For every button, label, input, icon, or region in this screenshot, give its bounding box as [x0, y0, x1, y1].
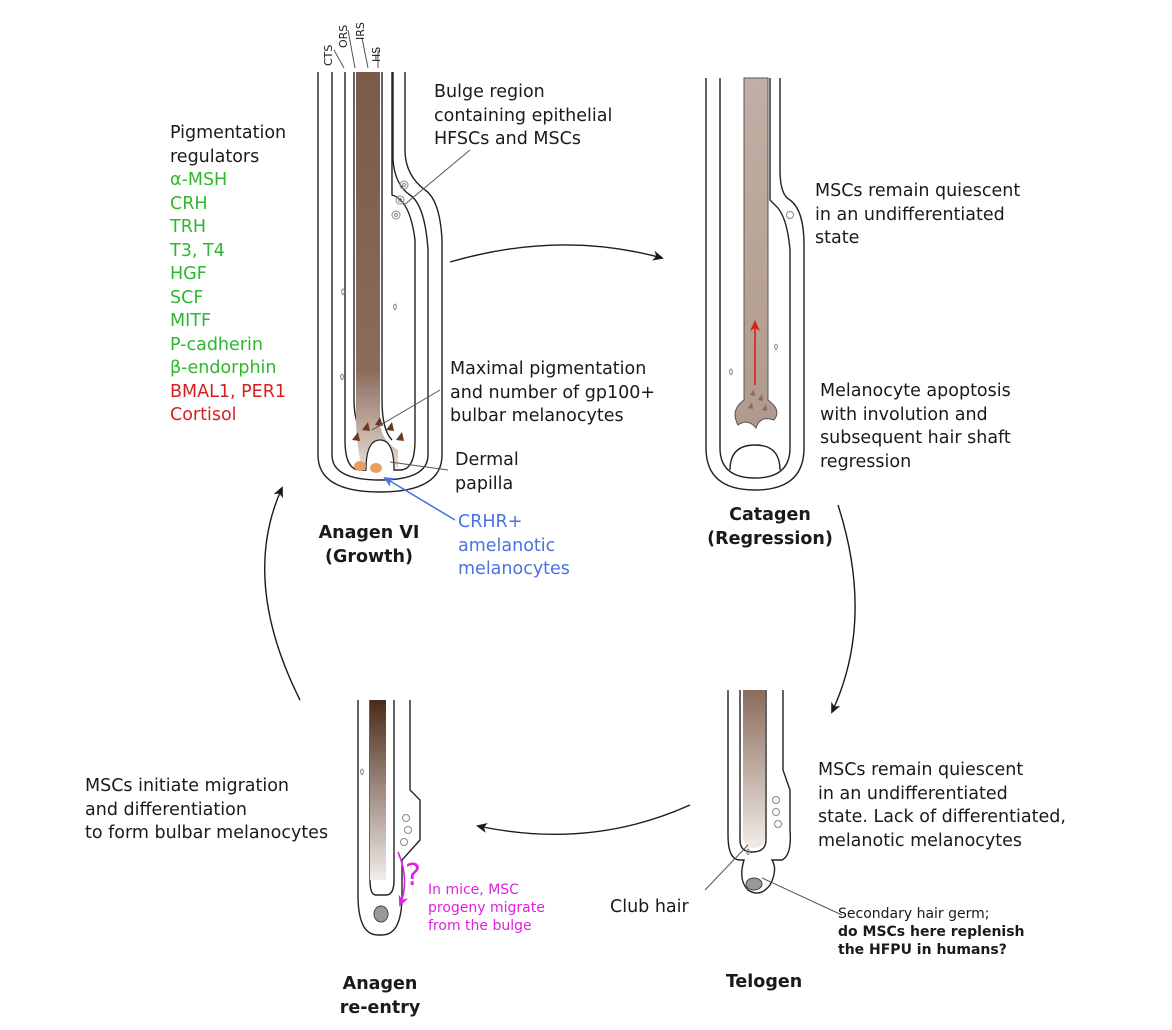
bulge-label: Bulge region containing epithelial HFSCs… [434, 82, 613, 149]
regulator-negative: Cortisol [170, 405, 237, 425]
regulator-positive: HGF [170, 264, 207, 284]
crhr-melanocytes [354, 461, 382, 473]
mice-label: In mice, MSC progeny migrate from the bu… [428, 882, 545, 934]
label-cts: CTS [322, 44, 335, 66]
anagen-hair-shaft [356, 72, 398, 470]
arrow-telogen-to-reentry [476, 804, 691, 836]
regulators-title-1: Pigmentation [170, 123, 287, 143]
crhr-arrow [383, 476, 456, 521]
pigmentation-label: Maximal pigmentation and number of gp100… [450, 359, 656, 426]
question-mark: ? [405, 858, 421, 893]
label-irs: IRS [354, 22, 367, 40]
club-hair-leader [704, 844, 749, 891]
apoptotic-melanocytes [748, 389, 767, 411]
club-hair-label: Club hair [610, 897, 689, 917]
regulator-positive: CRH [170, 193, 208, 214]
reentry-stem-cells [360, 768, 412, 846]
cycle-arrows [264, 244, 856, 836]
regulator-positive: T3, T4 [170, 240, 225, 261]
reentry-follicle [357, 700, 421, 936]
anagen-stage-label: Anagen VI (Growth) [318, 523, 420, 567]
telogen-club-hair [743, 690, 765, 848]
arrow-anagen-to-catagen [449, 244, 664, 263]
regulators-list: Pigmentation regulators α-MSH CRH TRH T3… [170, 122, 286, 428]
telogen-stage-label: Telogen [725, 972, 803, 992]
crhr-label: CRHR+ amelanotic melanocytes [458, 512, 570, 579]
bulbar-melanocytes [352, 417, 404, 441]
label-hs: HS [370, 46, 383, 62]
catagen-stage-label: Catagen (Regression) [707, 505, 833, 549]
catagen-stem-cells [729, 211, 794, 376]
telogen-stem-cells [746, 796, 782, 856]
regulator-positive: TRH [170, 217, 207, 237]
bulge-stem-cells [340, 180, 409, 381]
catagen-follicle [705, 78, 805, 491]
catagen-quiescent-label: MSCs remain quiescent in an undifferenti… [815, 181, 1021, 248]
arrow-catagen-to-telogen [831, 504, 856, 714]
dermal-papilla [365, 439, 395, 471]
regulator-negative: BMAL1, PER1 [170, 381, 286, 402]
regulator-positive: P-cadherin [170, 334, 263, 355]
anagen-leader-lines [333, 29, 471, 471]
secondary-hair-germ [745, 877, 763, 891]
catagen-apoptosis-label: Melanocyte apoptosis with involution and… [820, 381, 1011, 472]
hair-germ-leader [761, 877, 843, 916]
regulator-positive: α-MSH [170, 170, 228, 190]
regulator-positive: SCF [170, 287, 204, 308]
telogen-follicle [727, 690, 792, 894]
reentry-hair-germ [373, 905, 389, 923]
label-ors: ORS [337, 24, 350, 48]
reentry-hair-shaft [370, 700, 386, 880]
dermal-papilla-label: Dermal papilla [455, 450, 519, 494]
regulator-positive: MITF [170, 311, 212, 331]
regulator-positive: β-endorphin [170, 358, 277, 378]
reentry-desc-label: MSCs initiate migration and differentiat… [85, 776, 329, 843]
hair-germ-label: Secondary hair germ; do MSCs here replen… [838, 906, 1025, 958]
regulators-title-2: regulators [170, 146, 260, 167]
arrow-reentry-to-anagen [264, 486, 301, 701]
migration-arrow [397, 851, 408, 907]
reentry-stage-label: Anagen re-entry [339, 974, 421, 1018]
catagen-hair-shaft [734, 77, 778, 430]
telogen-desc-label: MSCs remain quiescent in an undifferenti… [818, 760, 1066, 851]
